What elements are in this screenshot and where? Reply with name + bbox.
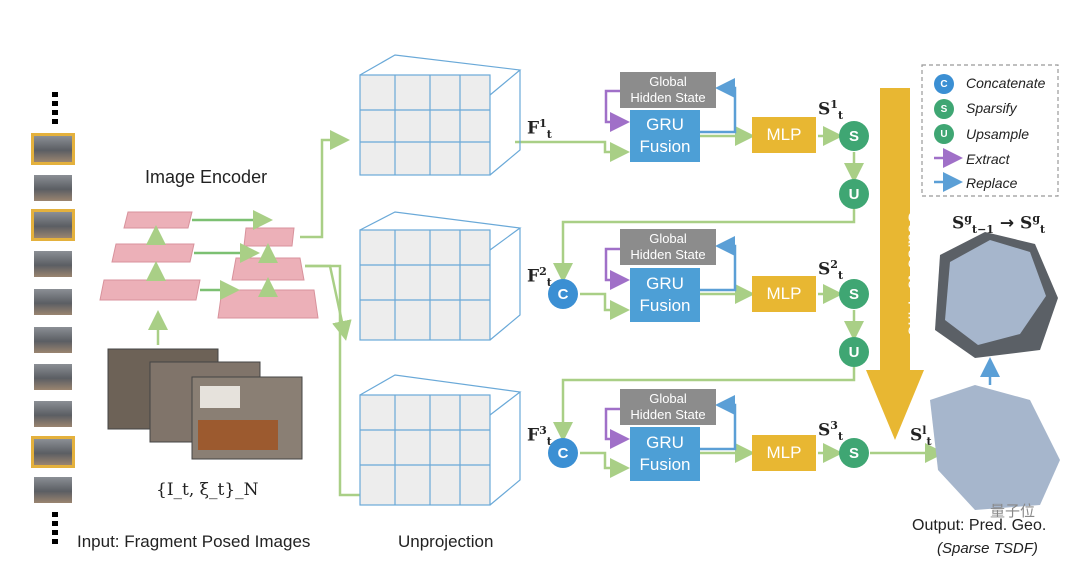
legend-concat-icon: C (934, 74, 954, 94)
upsample-node-1: U (839, 179, 869, 209)
input-formula: {I_t, ξ_t}_N (156, 480, 259, 500)
legend-replace: Replace (966, 175, 1018, 191)
feature-1: F1t (527, 117, 552, 142)
legend-sparsify: Sparsify (966, 100, 1017, 116)
unprojection-label: Unprojection (398, 532, 494, 551)
legend-sparsify-icon: S (934, 99, 954, 119)
sparse-1: S1t (818, 98, 844, 123)
feature-3: F3t (527, 424, 552, 449)
sparsify-node-2: S (839, 279, 869, 309)
concat-node-2: C (548, 279, 578, 309)
output-caption: Output: Pred. Geo. (912, 517, 1047, 534)
sparsify-node-3: S (839, 438, 869, 468)
sparsify-node-1: S (839, 121, 869, 151)
frame-thumbnail (31, 133, 75, 165)
frame-thumbnail (34, 175, 72, 201)
sparse-3: S3t (818, 419, 844, 444)
upsample-node-2: U (839, 337, 869, 367)
frame-thumbnail (31, 209, 75, 241)
legend-concatenate: Concatenate (966, 75, 1046, 91)
legend-upsample: Upsample (966, 126, 1030, 142)
frame-thumbnail (31, 436, 75, 468)
final-sparse-output: Slt (910, 424, 932, 449)
frame-thumbnail (34, 364, 72, 390)
output-subcaption: (Sparse TSDF) (937, 540, 1038, 557)
legend-upsample-icon: U (934, 124, 954, 144)
feature-2: F2t (527, 265, 552, 290)
image-encoder-label: Image Encoder (145, 167, 268, 187)
frame-thumbnail (34, 289, 72, 315)
sparse-2: S2t (818, 258, 844, 283)
frame-thumbnail (34, 327, 72, 353)
mlp-1: MLP (752, 117, 816, 153)
mlp-2: MLP (752, 276, 816, 312)
mlp-3: MLP (752, 435, 816, 471)
frame-thumbnail (34, 401, 72, 427)
watermark: 量子位 (990, 503, 1036, 520)
coarse-to-fine-label: Coarse-to- Fine (904, 210, 925, 336)
input-caption: Input: Fragment Posed Images (77, 532, 311, 551)
dots-bottom (52, 512, 58, 544)
frame-thumbnail (34, 477, 72, 503)
global-update-label: Sgt−1 → Sgt (952, 212, 1046, 237)
concat-node-3: C (548, 438, 578, 468)
dots-top (52, 92, 58, 124)
frame-thumbnail (34, 251, 72, 277)
legend-extract: Extract (966, 151, 1010, 167)
